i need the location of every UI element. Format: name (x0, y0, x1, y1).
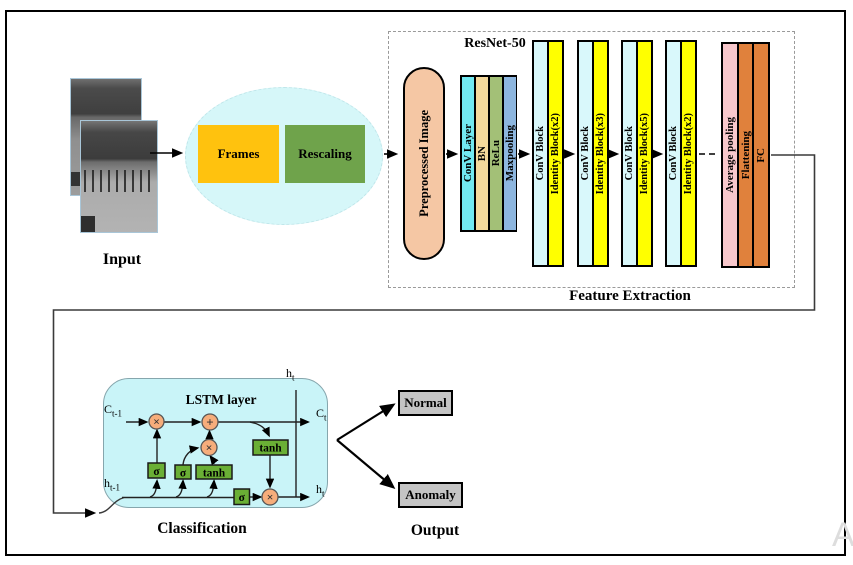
identity-block-bar: Identity Block(x2) (547, 40, 564, 267)
relu-label: ReLu (490, 140, 502, 167)
conv-layer-label: ConV Layer (462, 124, 474, 183)
outer-border (5, 10, 846, 556)
stage-3: ConV Block Identity Block(x5) (621, 40, 653, 267)
maxpooling-bar: Maxpooling (502, 77, 516, 230)
identity-block-label: Identity Block(x3) (595, 112, 606, 195)
input-frame-front (80, 120, 158, 233)
normal-label: Normal (404, 395, 447, 410)
lstm-title: LSTM layer (185, 392, 257, 407)
identity-block-bar: Identity Block(x3) (592, 40, 609, 267)
conv-block-label: ConV Block (668, 126, 679, 181)
fc-bar: FC (752, 44, 769, 266)
stage-1: ConV Block Identity Block(x2) (532, 40, 564, 267)
watermark-letter: A (832, 516, 853, 554)
conv-block-label: ConV Block (580, 126, 591, 181)
bn-label: BN (476, 145, 488, 162)
c-prev-label: Ct-1 (104, 402, 123, 419)
identity-block-label: Identity Block(x2) (683, 112, 694, 195)
input-label: Input (102, 251, 142, 268)
relu-bar: ReLu (488, 77, 502, 230)
resnet-stem-stack: ConV Layer BN ReLu Maxpooling (460, 75, 517, 232)
average-pooling-label: Average pooling (723, 117, 736, 193)
identity-block-bar: Identity Block(x5) (636, 40, 653, 267)
h-out-label: ht (316, 482, 325, 499)
classification-label: Classification (157, 520, 247, 537)
resnet-title: ResNet-50 (464, 36, 526, 51)
rescaling-label: Rescaling (298, 146, 352, 161)
maxpooling-label: Maxpooling (504, 125, 516, 182)
c-next-label: Ct (316, 406, 327, 423)
stage-2: ConV Block Identity Block(x3) (577, 40, 609, 267)
preprocessed-image-pill: Preprocessed Image (403, 67, 445, 260)
flattening-label: Flattening (739, 130, 752, 180)
h-prev-label: ht-1 (104, 476, 120, 493)
preprocessed-image-label: Preprocessed Image (416, 110, 431, 217)
conv-block-label: ConV Block (624, 126, 635, 181)
bn-bar: BN (474, 77, 488, 230)
normal-box: Normal (398, 390, 453, 416)
output-label: Output (410, 522, 460, 539)
identity-block-bar: Identity Block(x2) (680, 40, 697, 267)
fc-label: FC (755, 147, 768, 163)
anomaly-box: Anomaly (398, 482, 463, 508)
pedestrians-texture (84, 169, 154, 193)
frames-box: Frames (198, 125, 279, 183)
conv-block-label: ConV Block (535, 126, 546, 181)
identity-block-label: Identity Block(x2) (550, 112, 561, 195)
feature-extraction-label: Feature Extraction (569, 288, 691, 304)
identity-block-label: Identity Block(x5) (639, 112, 650, 195)
h-top-label: ht (286, 366, 295, 383)
conv-layer-bar: ConV Layer (462, 77, 474, 230)
frames-label: Frames (217, 146, 260, 161)
stage-4: ConV Block Identity Block(x2) (665, 40, 697, 267)
flattening-bar: Flattening (736, 44, 753, 266)
anomaly-label: Anomaly (405, 487, 456, 502)
resnet-head-stack: Average pooling Flattening FC (721, 42, 770, 268)
rescaling-box: Rescaling (285, 125, 365, 183)
average-pooling-bar: Average pooling (723, 44, 737, 266)
